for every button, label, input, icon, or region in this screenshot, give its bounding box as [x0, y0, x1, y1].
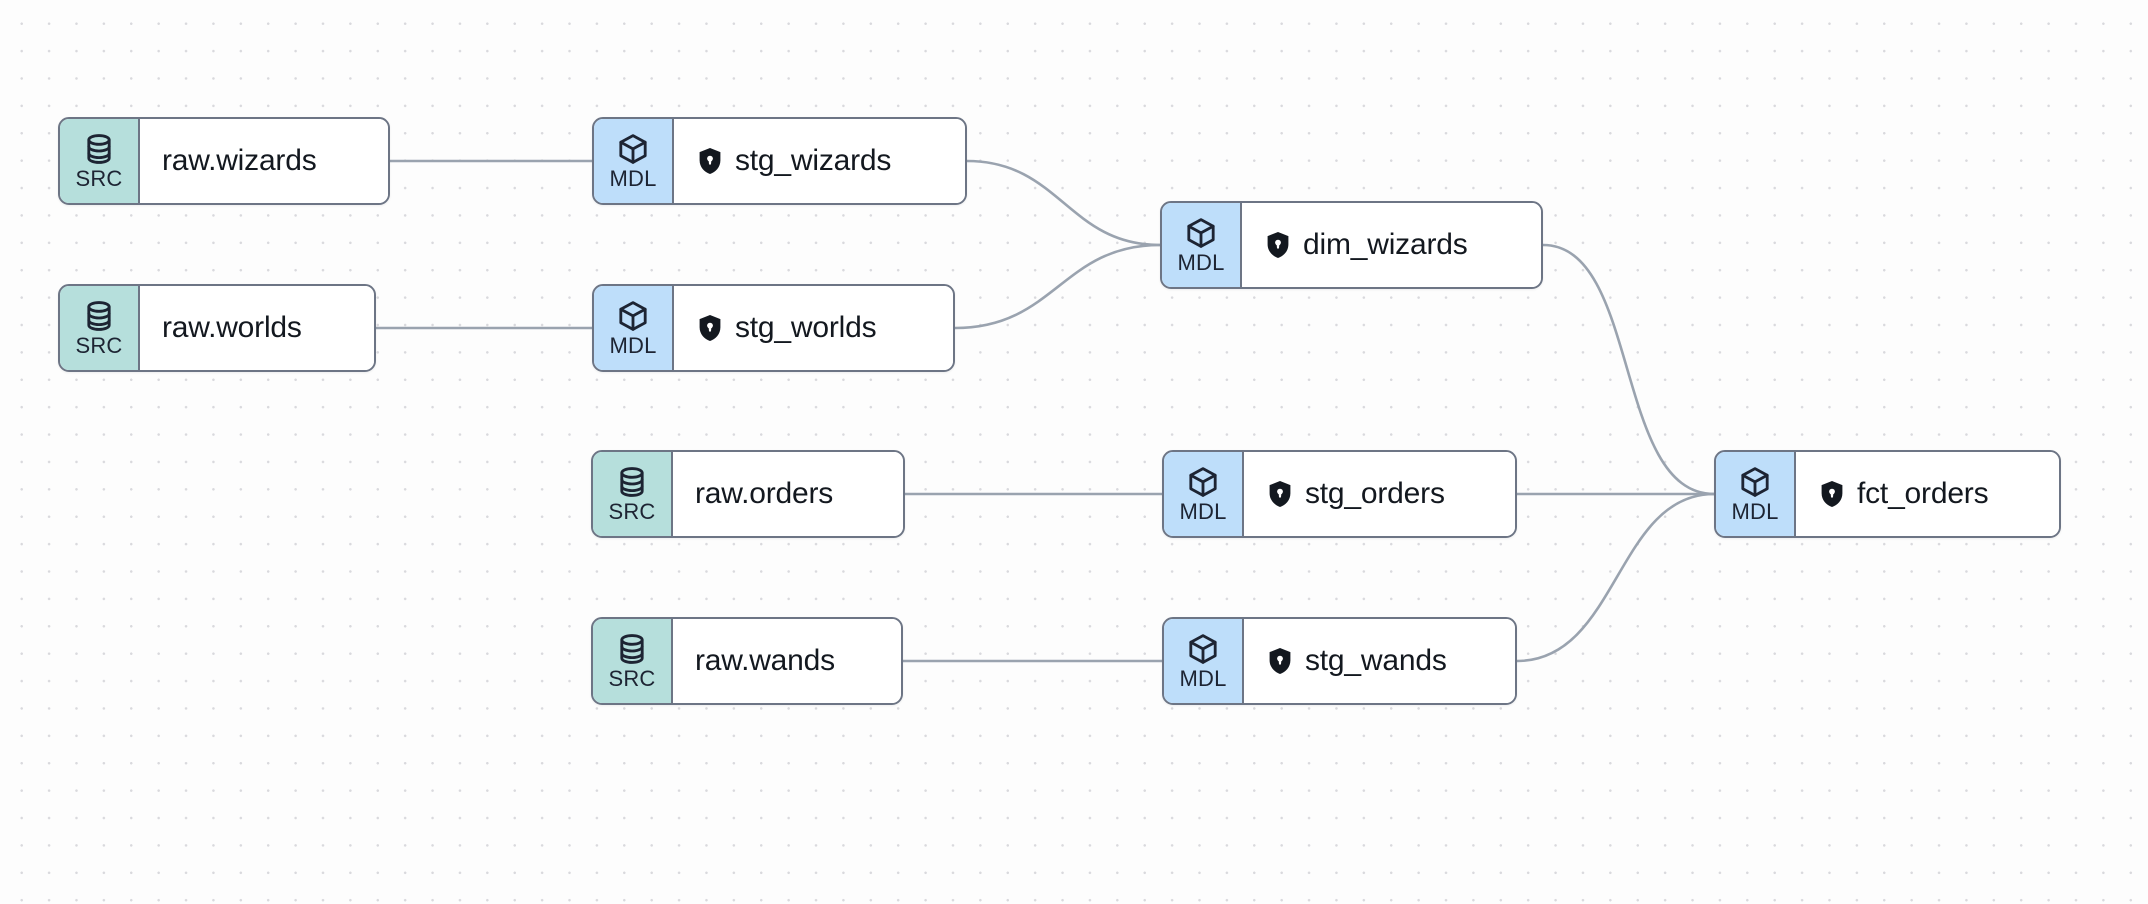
- cube-icon: [1186, 465, 1220, 499]
- shield-lock-icon: [1820, 480, 1844, 508]
- node-body: stg_wizards: [674, 119, 965, 203]
- lineage-node-raw-worlds[interactable]: SRC raw.worlds: [58, 284, 376, 372]
- node-body: stg_orders: [1244, 452, 1515, 536]
- node-type-label: SRC: [75, 165, 123, 191]
- node-type-label: MDL: [609, 165, 657, 191]
- lineage-node-stg-worlds[interactable]: MDL stg_worlds: [592, 284, 955, 372]
- shield-lock-icon: [698, 314, 722, 342]
- node-type-badge: MDL: [594, 286, 674, 370]
- node-type-label: SRC: [608, 665, 656, 691]
- node-type-badge: SRC: [593, 452, 673, 536]
- lineage-edge: [965, 159, 1162, 247]
- node-type-badge: MDL: [1164, 452, 1244, 536]
- node-body: dim_wizards: [1242, 203, 1541, 287]
- lineage-node-dim-wizards[interactable]: MDL dim_wizards: [1160, 201, 1543, 289]
- node-label: raw.wands: [695, 644, 835, 677]
- lineage-edge: [1515, 492, 1716, 663]
- node-type-badge: MDL: [1164, 619, 1244, 703]
- node-type-badge: SRC: [60, 286, 140, 370]
- node-body: fct_orders: [1796, 452, 2059, 536]
- node-label: stg_orders: [1305, 477, 1445, 510]
- lineage-node-fct-orders[interactable]: MDL fct_orders: [1714, 450, 2061, 538]
- node-label: stg_worlds: [735, 311, 877, 344]
- node-label: stg_wizards: [735, 144, 892, 177]
- lineage-edge: [1541, 243, 1716, 496]
- database-icon: [615, 465, 649, 499]
- shield-lock-icon: [1266, 231, 1290, 259]
- cube-icon: [616, 132, 650, 166]
- lineage-node-raw-wizards[interactable]: SRC raw.wizards: [58, 117, 390, 205]
- lineage-node-raw-orders[interactable]: SRC raw.orders: [591, 450, 905, 538]
- node-body: stg_worlds: [674, 286, 953, 370]
- cube-icon: [616, 299, 650, 333]
- node-body: stg_wands: [1244, 619, 1515, 703]
- node-body: raw.worlds: [140, 286, 374, 370]
- shield-lock-icon: [1268, 480, 1292, 508]
- node-body: raw.wizards: [140, 119, 388, 203]
- node-type-label: MDL: [1179, 665, 1227, 691]
- node-type-badge: SRC: [593, 619, 673, 703]
- lineage-node-stg-wizards[interactable]: MDL stg_wizards: [592, 117, 967, 205]
- node-label: stg_wands: [1305, 644, 1447, 677]
- node-body: raw.orders: [673, 452, 903, 536]
- shield-lock-icon: [1268, 647, 1292, 675]
- lineage-edge: [953, 243, 1162, 330]
- node-label: raw.worlds: [162, 311, 302, 344]
- node-type-label: MDL: [1179, 498, 1227, 524]
- database-icon: [82, 299, 116, 333]
- database-icon: [615, 632, 649, 666]
- node-type-badge: MDL: [1162, 203, 1242, 287]
- lineage-node-stg-wands[interactable]: MDL stg_wands: [1162, 617, 1517, 705]
- node-type-label: MDL: [609, 332, 657, 358]
- shield-lock-icon: [698, 147, 722, 175]
- lineage-node-raw-wands[interactable]: SRC raw.wands: [591, 617, 903, 705]
- cube-icon: [1738, 465, 1772, 499]
- node-type-badge: MDL: [1716, 452, 1796, 536]
- cube-icon: [1184, 216, 1218, 250]
- node-type-label: MDL: [1177, 249, 1225, 275]
- node-type-label: SRC: [608, 498, 656, 524]
- database-icon: [82, 132, 116, 166]
- node-type-badge: SRC: [60, 119, 140, 203]
- node-label: raw.orders: [695, 477, 834, 510]
- node-type-label: MDL: [1731, 498, 1779, 524]
- cube-icon: [1186, 632, 1220, 666]
- lineage-node-stg-orders[interactable]: MDL stg_orders: [1162, 450, 1517, 538]
- node-label: raw.wizards: [162, 144, 317, 177]
- node-body: raw.wands: [673, 619, 901, 703]
- node-label: fct_orders: [1857, 477, 1989, 510]
- node-type-label: SRC: [75, 332, 123, 358]
- node-label: dim_wizards: [1303, 228, 1468, 261]
- node-type-badge: MDL: [594, 119, 674, 203]
